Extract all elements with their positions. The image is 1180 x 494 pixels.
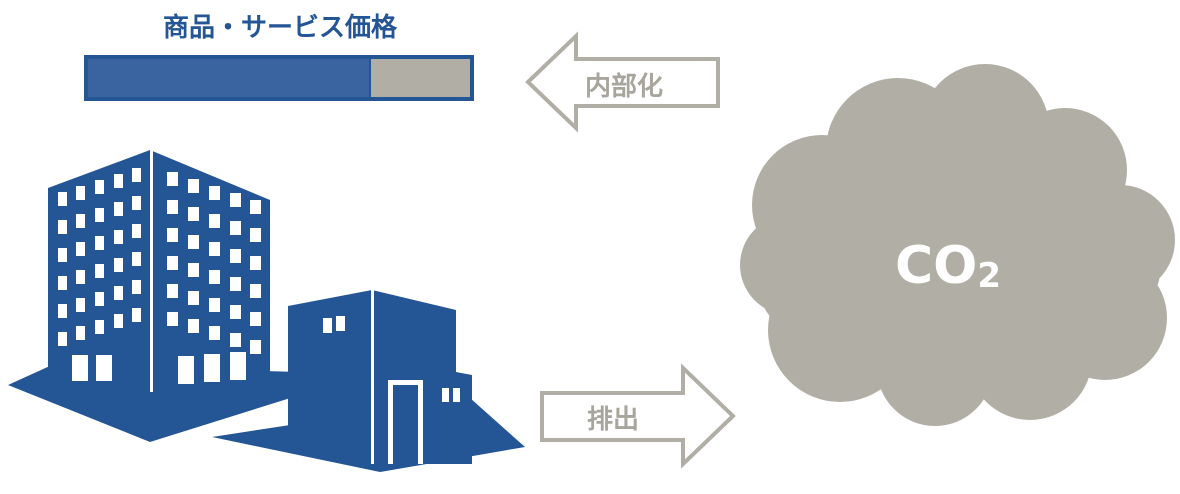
- building-window: [167, 284, 178, 298]
- building-window: [209, 326, 220, 340]
- building-window: [76, 270, 85, 284]
- arrow-internalize: 内部化: [525, 31, 720, 133]
- building-window: [58, 192, 67, 206]
- building-window: [114, 174, 123, 188]
- building-window: [76, 298, 85, 312]
- cloud-icon: [740, 64, 1175, 426]
- building-window: [250, 284, 261, 298]
- building-window: [167, 200, 178, 214]
- building-window: [167, 256, 178, 270]
- building-window: [230, 221, 241, 235]
- building-window: [167, 228, 178, 242]
- building-window: [76, 326, 85, 340]
- building-window: [250, 228, 261, 242]
- building-window: [76, 242, 85, 256]
- office-building-icon: [48, 150, 270, 392]
- arrow-emission-label: 排出: [587, 405, 639, 435]
- building-window: [132, 196, 141, 210]
- building-window: [230, 277, 241, 291]
- building-window: [132, 224, 141, 238]
- price-title: 商品・サービス価格: [163, 12, 398, 43]
- building-window: [230, 333, 241, 347]
- building-window: [95, 320, 104, 334]
- co2-label-main: CO: [895, 236, 977, 296]
- building-window: [188, 207, 199, 221]
- arrow-left-icon: [525, 31, 720, 133]
- building-window: [76, 186, 85, 200]
- building-window: [58, 332, 67, 346]
- building-window: [209, 186, 220, 200]
- building-window: [132, 252, 141, 266]
- building-window: [76, 214, 85, 228]
- building-window: [230, 352, 246, 380]
- building-window: [250, 312, 261, 326]
- building-window: [188, 291, 199, 305]
- arrow-internalize-label: 内部化: [585, 72, 663, 102]
- building-window: [114, 314, 123, 328]
- building-window: [230, 193, 241, 207]
- building-window: [204, 354, 220, 382]
- building-window: [167, 172, 178, 186]
- building-window: [250, 200, 261, 214]
- house-icon: [288, 290, 472, 464]
- building-window: [132, 280, 141, 294]
- building-window: [250, 340, 261, 354]
- building-window: [114, 258, 123, 272]
- building-window: [230, 249, 241, 263]
- price-bar: [84, 55, 474, 101]
- arrow-emission: 排出: [540, 363, 736, 469]
- price-bar-base-segment: [88, 59, 369, 97]
- building-window: [188, 179, 199, 193]
- building-window: [188, 319, 199, 333]
- building-window: [209, 214, 220, 228]
- building-window: [95, 292, 104, 306]
- building-window: [95, 264, 104, 278]
- building-window: [114, 286, 123, 300]
- building-window: [114, 230, 123, 244]
- arrow-right-icon: [540, 363, 736, 469]
- building-window: [95, 208, 104, 222]
- building-window: [114, 202, 123, 216]
- building-window: [230, 305, 241, 319]
- co2-label: CO2: [895, 236, 1001, 296]
- building-window: [95, 236, 104, 250]
- building-window: [95, 180, 104, 194]
- building-window: [132, 308, 141, 322]
- building-window: [58, 276, 67, 290]
- building-window: [72, 355, 88, 381]
- building-window: [96, 355, 112, 381]
- building-window: [167, 312, 178, 326]
- building-window: [178, 356, 194, 384]
- buildings-illustration: [8, 150, 525, 472]
- building-window: [209, 242, 220, 256]
- building-window: [132, 168, 141, 182]
- building-window: [250, 256, 261, 270]
- building-window: [209, 270, 220, 284]
- building-window: [188, 235, 199, 249]
- building-window: [188, 263, 199, 277]
- price-bar-internalized-segment: [371, 59, 470, 97]
- co2-cloud: CO2: [740, 64, 1175, 426]
- building-window: [58, 304, 67, 318]
- building-window: [209, 298, 220, 312]
- building-window: [58, 220, 67, 234]
- building-window: [58, 248, 67, 262]
- co2-label-subscript: 2: [977, 256, 1001, 296]
